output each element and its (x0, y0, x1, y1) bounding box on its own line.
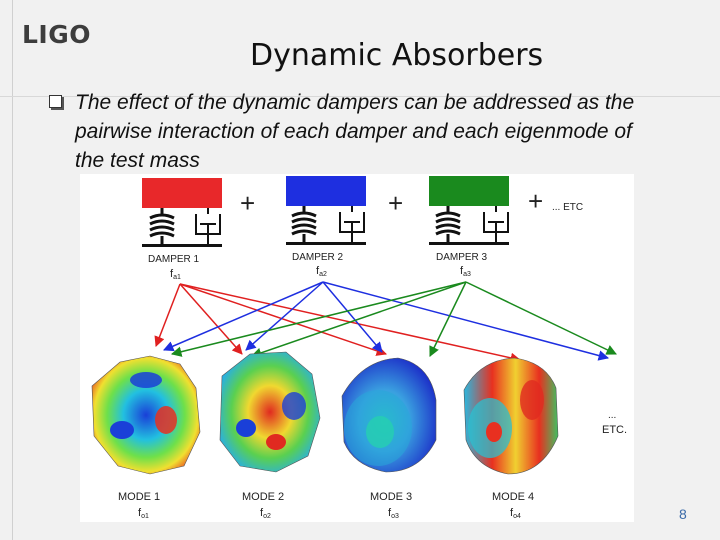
arrow-d2-m1 (163, 281, 324, 352)
bullet-text: The effect of the dynamic dampers can be… (75, 91, 635, 172)
etc-bottom-dots: ... (608, 410, 616, 421)
damper-3-spring-icon (435, 206, 461, 242)
damper-2: DAMPER 2 fa2 (286, 176, 366, 278)
mode-2-freq: fo2 (260, 507, 271, 520)
header-rule (0, 96, 720, 97)
damper-1-label: DAMPER 1 (148, 254, 200, 265)
plus-sign-2: + (388, 188, 403, 218)
damper-2-spring-icon (291, 206, 317, 242)
mode-4-shape (463, 357, 559, 475)
damper-2-mass (286, 176, 366, 206)
page-number: 8 (679, 506, 687, 522)
damper-3-label: DAMPER 3 (436, 252, 488, 263)
arrow-d2-m4 (322, 281, 610, 361)
damper-1-spring-icon (149, 208, 175, 244)
mode-1-label: MODE 1 (118, 491, 160, 503)
arrow-d1-m2 (179, 283, 243, 355)
arrow-d3-m2 (251, 281, 467, 358)
arrow-d2-m2 (245, 281, 324, 351)
arrow-d3-m4 (465, 281, 617, 355)
damper-2-freq: fa2 (316, 265, 327, 278)
etc-top-label: ... ETC (552, 202, 583, 213)
mode-3-freq: fo3 (388, 507, 399, 520)
arrow-d2-m3 (322, 281, 383, 353)
damper-mode-diagram: DAMPER 1 fa1 DAMPER 2 fa2 (80, 174, 634, 522)
mode-2-shape (219, 351, 321, 473)
damper-3-dashpot-icon (483, 206, 509, 242)
damper-3-mass (429, 176, 509, 206)
damper-3: DAMPER 3 fa3 (429, 176, 509, 278)
arrow-d1-m3 (179, 283, 387, 356)
mode-4-freq: fo4 (510, 507, 521, 520)
damper-1-freq: fa1 (170, 268, 181, 281)
damper-1: DAMPER 1 fa1 (142, 178, 222, 281)
mode-3-shape (341, 357, 437, 473)
mode-1-freq: fo1 (138, 507, 149, 520)
arrow-d1-m1 (154, 283, 181, 347)
mode-3-label: MODE 3 (370, 491, 412, 503)
interaction-arrows (154, 281, 617, 364)
damper-1-mass (142, 178, 222, 208)
left-rule (12, 0, 13, 540)
mode-2-label: MODE 2 (242, 491, 284, 503)
arrow-d3-m3 (429, 281, 467, 357)
damper-1-dashpot-icon (195, 208, 221, 244)
plus-sign-3: + (528, 186, 543, 216)
mode-4-label: MODE 4 (492, 491, 534, 503)
damper-2-dashpot-icon (339, 206, 365, 242)
mode-1-shape (91, 355, 201, 475)
arrow-d3-m1 (170, 281, 467, 357)
ligo-logo: LIGO (22, 20, 92, 49)
slide-title: Dynamic Absorbers (250, 38, 544, 73)
checkbox-bullet-icon (49, 95, 62, 108)
plus-sign-1: + (240, 188, 255, 218)
damper-2-label: DAMPER 2 (292, 252, 344, 263)
damper-3-freq: fa3 (460, 265, 471, 278)
etc-bottom-label: ETC. (602, 424, 627, 436)
